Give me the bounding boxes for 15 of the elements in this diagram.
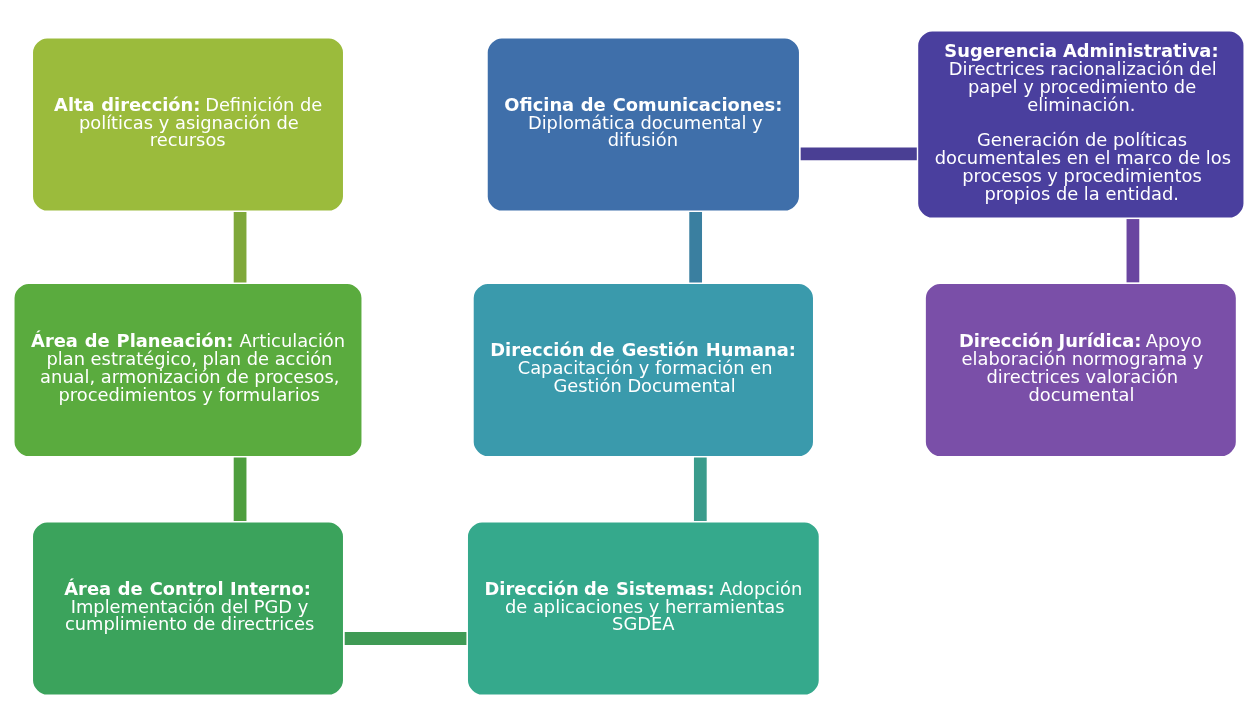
connector	[800, 147, 917, 161]
node-box: Alta dirección: Definición de políticas y asignación de recursos	[30, 35, 346, 214]
node-box: Área de Control Interno: Implementación del PGD y cumplimiento de directrices	[30, 519, 346, 698]
connector	[344, 632, 467, 645]
node-box: Oficina de Comunicaciones: Diplomática documental y difusión	[485, 35, 802, 214]
node-box: Sugerencia Administrativa: Directrices racionalización del papel y procedimiento de eliminación. Generación de políticas documentales en el marco de los procesos y procedimientos propios de la entidad.	[915, 28, 1246, 221]
node-box: Dirección de Sistemas: Adopción de aplicaciones y herramientas SGDEA	[465, 519, 822, 698]
node-box: Dirección de Gestión Humana: Capacitación y formación en Gestión Documental	[471, 281, 816, 459]
connector	[689, 212, 702, 283]
connector	[233, 212, 247, 283]
node-box: Dirección Jurídica: Apoyo elaboración normograma y directrices valoración documental	[923, 281, 1239, 459]
connector	[233, 457, 247, 522]
node-box: Área de Planeación: Articulación plan estratégico, plan de acción anual, armonización de procesos, procedimientos y formularios	[12, 281, 365, 459]
connector	[1126, 219, 1140, 283]
connector	[693, 457, 707, 522]
